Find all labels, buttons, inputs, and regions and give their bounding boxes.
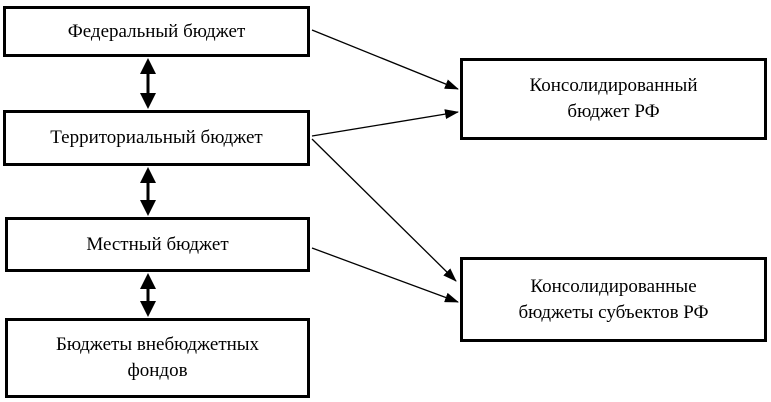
federal-budget-box: Федеральный бюджет xyxy=(3,6,310,57)
local-budget-box: Местный бюджет xyxy=(5,217,310,272)
arrow-federal-to-consolidated-rf xyxy=(311,29,459,90)
bidirectional-arrow-territorial-local xyxy=(140,167,156,216)
consolidated-budgets-subjects-label: Консолидированные бюджеты субъектов РФ xyxy=(518,275,709,323)
territorial-budget-box: Территориальный бюджет xyxy=(3,110,310,166)
federal-budget-label: Федеральный бюджет xyxy=(67,20,246,42)
bidirectional-arrow-local-extrabudget xyxy=(140,273,156,317)
consolidated-budget-rf-box: Консолидированный бюджет РФ xyxy=(460,58,767,140)
consolidated-budgets-subjects-box: Консолидированные бюджеты субъектов РФ xyxy=(460,257,767,342)
bidirectional-arrow-federal-territorial xyxy=(140,58,156,109)
extrabudgetary-funds-label: Бюджеты внебюджетных фондов xyxy=(55,334,260,381)
consolidated-budget-rf-label: Консолидированный бюджет РФ xyxy=(529,75,698,122)
territorial-budget-label: Территориальный бюджет xyxy=(50,127,263,149)
local-budget-label: Местный бюджет xyxy=(86,233,229,255)
arrow-territorial-to-consolidated-rf xyxy=(311,109,459,137)
extrabudgetary-funds-box: Бюджеты внебюджетных фондов xyxy=(5,318,310,398)
arrow-territorial-to-consolidated-subjects xyxy=(311,138,457,282)
arrow-local-to-consolidated-subjects xyxy=(311,247,459,303)
